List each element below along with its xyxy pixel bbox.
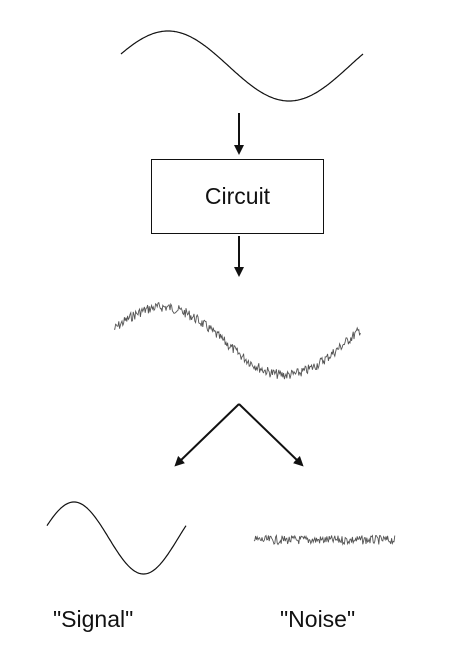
- input-sine-wave: [120, 30, 364, 102]
- signal-sine-wave: [46, 501, 187, 575]
- circuit-label: Circuit: [204, 183, 271, 209]
- circuit-box: Circuit: [151, 159, 324, 234]
- arrow-to-signal: [174, 403, 240, 467]
- signal-caption: "Signal": [53, 606, 134, 632]
- noise-caption: "Noise": [280, 606, 356, 632]
- arrow-to-noise: [238, 403, 304, 467]
- noise-wave: [253, 533, 396, 546]
- noisy-output-wave: [113, 301, 361, 380]
